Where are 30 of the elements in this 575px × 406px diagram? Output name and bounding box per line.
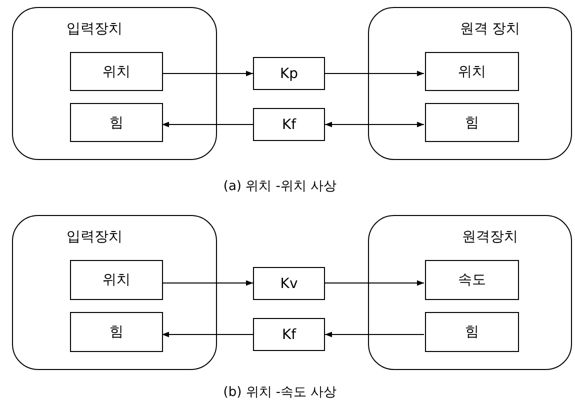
device-panel [368, 215, 572, 370]
block-box: Kv [253, 267, 325, 300]
block-box: 위치 [70, 260, 163, 300]
block-box: 위치 [70, 52, 163, 91]
arrow [324, 122, 424, 128]
panel-title: 입력장치 [66, 230, 124, 244]
block-box: 힘 [425, 103, 519, 142]
arrow [162, 70, 254, 76]
block-box: 힘 [425, 312, 519, 352]
figure-caption: (a) 위치 -위치 사상 [222, 180, 338, 193]
figure-caption: (b) 위치 -속도 사상 [222, 386, 338, 399]
device-panel [368, 7, 572, 160]
device-panel [12, 215, 217, 370]
arrow [324, 280, 424, 286]
panel-title: 입력장치 [66, 22, 124, 36]
block-box: 힘 [70, 312, 163, 352]
device-panel [12, 7, 217, 160]
arrow [162, 122, 254, 128]
block-box: Kp [253, 57, 325, 90]
panel-title: 원격장치 [461, 230, 519, 244]
block-box: Kf [253, 318, 325, 351]
panel-title: 원격 장치 [458, 22, 522, 36]
block-box: 위치 [425, 52, 519, 91]
arrow [162, 332, 254, 338]
block-box: 힘 [70, 103, 163, 142]
arrow [324, 70, 424, 76]
block-box: Kf [253, 108, 325, 141]
arrow [162, 280, 254, 286]
block-box: 속도 [425, 260, 519, 300]
arrow [324, 332, 424, 338]
